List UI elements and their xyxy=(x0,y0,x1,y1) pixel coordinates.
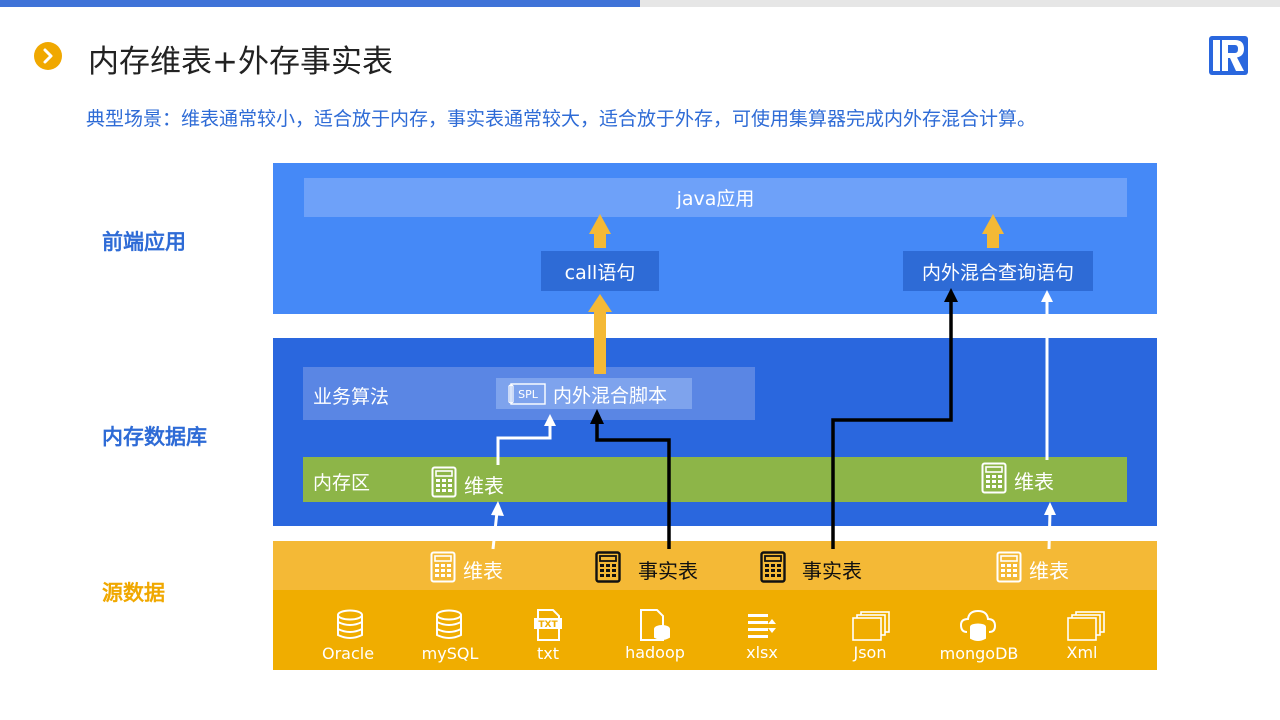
business-algorithm-label: 业务算法 xyxy=(313,386,390,408)
call-statement-box: call语句 xyxy=(541,251,659,291)
source-fact-table-1-label: 事实表 xyxy=(638,559,698,583)
source-mysql-label: mySQL xyxy=(421,644,479,663)
mongodb-cloud-icon xyxy=(959,608,997,642)
source-hadoop-label: hadoop xyxy=(625,643,685,662)
database-icon xyxy=(432,608,466,642)
top-accent-bar xyxy=(0,0,640,7)
r-logo-icon xyxy=(1208,35,1249,76)
txt-file-icon: TXT xyxy=(531,608,565,642)
table-icon xyxy=(760,551,786,583)
source-fact-table-2-label: 事实表 xyxy=(802,559,862,583)
mixed-script-label: 内外混合脚本 xyxy=(553,385,668,407)
top-gray-bar xyxy=(640,0,1280,7)
database-icon xyxy=(333,608,367,642)
chevron-right-icon xyxy=(34,42,62,70)
source-systems-strip xyxy=(273,590,1157,670)
source-dim-table-1-label: 维表 xyxy=(463,559,503,583)
txt-badge-text: TXT xyxy=(538,620,558,630)
source-dim-table-2-label: 维表 xyxy=(1029,559,1069,583)
json-file-icon xyxy=(852,610,890,644)
slide-subtitle: 典型场景：维表通常较小，适合放于内存，事实表通常较大，适合放于外存，可使用集算器… xyxy=(86,108,1037,130)
slide-title: 内存维表+外存事实表 xyxy=(88,44,393,80)
source-json-label: Json xyxy=(853,643,887,662)
memory-dim-table-left-label: 维表 xyxy=(464,474,504,498)
mixed-query-statement-box: 内外混合查询语句 xyxy=(903,251,1093,291)
mixed-query-statement-label: 内外混合查询语句 xyxy=(921,261,1074,284)
table-icon xyxy=(430,551,456,583)
memory-dim-table-right-label: 维表 xyxy=(1014,470,1054,494)
source-txt-label: txt xyxy=(536,644,559,663)
spl-badge-text: SPL xyxy=(518,388,539,401)
source-tables-strip xyxy=(273,541,1157,590)
source-xml-label: Xml xyxy=(1066,643,1098,662)
layer-label-memdb: 内存数据库 xyxy=(102,425,207,449)
table-icon xyxy=(431,466,457,498)
java-app-label: java应用 xyxy=(676,188,755,210)
memory-zone-label: 内存区 xyxy=(313,472,371,494)
table-icon xyxy=(996,551,1022,583)
xlsx-list-icon xyxy=(746,610,780,644)
source-xlsx-label: xlsx xyxy=(746,643,778,662)
java-app-bar: java应用 xyxy=(304,178,1127,217)
table-icon xyxy=(595,551,621,583)
spl-script-icon: SPL xyxy=(508,381,548,407)
xml-file-icon xyxy=(1067,610,1105,644)
source-oracle-label: Oracle xyxy=(321,644,375,663)
table-icon xyxy=(981,462,1007,494)
hadoop-file-icon xyxy=(638,608,672,642)
layer-label-frontend: 前端应用 xyxy=(102,230,186,254)
source-mongodb-label: mongoDB xyxy=(939,644,1019,663)
layer-label-source: 源数据 xyxy=(102,581,165,605)
call-statement-label: call语句 xyxy=(564,261,636,284)
